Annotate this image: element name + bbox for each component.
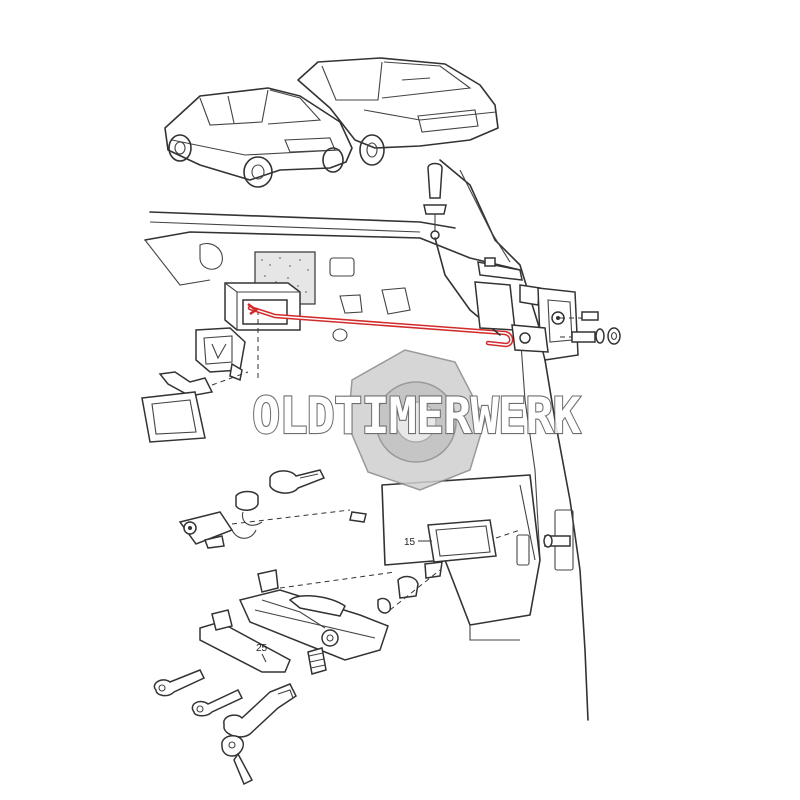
inner-door-handle-parts [141, 327, 249, 443]
lock-fixing-screws [560, 311, 621, 345]
callout-15: 15 [404, 537, 416, 548]
sedan-car-illustration [297, 57, 499, 166]
door-release-rod-highlight [247, 303, 514, 348]
door-lock-mechanism [474, 257, 621, 361]
callout-25: 25 [256, 643, 268, 654]
outer-door-handle-assembly [199, 561, 443, 675]
lock-cylinder-parts [178, 469, 367, 549]
hatchback-car-illustration [164, 87, 353, 188]
watermark-text: OLDTIMERWERK [252, 387, 581, 445]
outer-handle-gasket [427, 519, 571, 563]
door-insulation-block [224, 251, 316, 378]
door-keys [153, 669, 297, 786]
oldtimerwerk-watermark: OLDTIMERWERK [251, 349, 583, 491]
hex-nut-watermark-icon [347, 349, 486, 491]
